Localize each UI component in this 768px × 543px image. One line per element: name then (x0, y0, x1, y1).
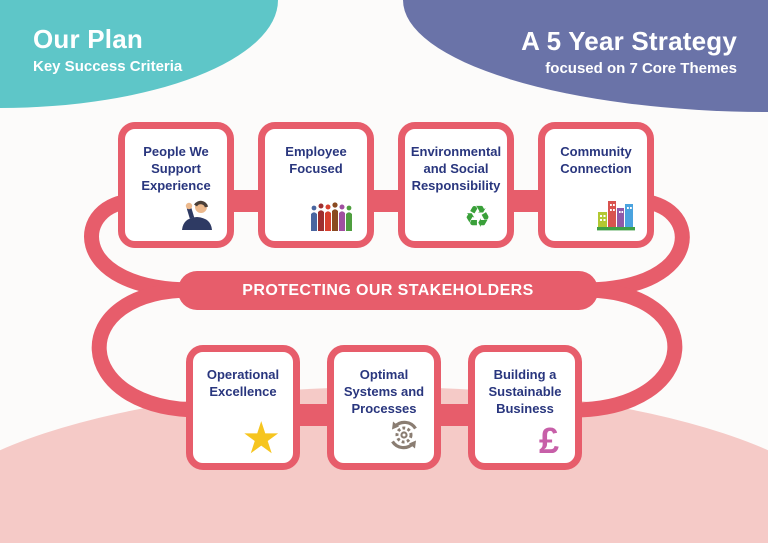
theme-box-environmental-social: Environmental and Social Responsibility … (398, 122, 514, 248)
theme-box-employee-focused: Employee Focused (258, 122, 374, 248)
curve-top-left (84, 193, 200, 298)
strategy-subtitle: focused on 7 Core Themes (545, 60, 737, 77)
theme-label: Optimal Systems and Processes (343, 367, 425, 416)
strategy-title: A 5 Year Strategy (521, 26, 737, 56)
curve-bottom-left (91, 282, 208, 418)
stakeholders-banner-label: PROTECTING OUR STAKEHOLDERS (242, 281, 534, 299)
theme-box-people-we-support: People We Support Experience (118, 122, 234, 248)
theme-label: Building a Sustainable Business (488, 367, 562, 416)
theme-box-optimal-systems: Optimal Systems and Processes (327, 345, 441, 470)
employee-group-icon (309, 201, 355, 235)
plan-title: Our Plan (33, 24, 143, 54)
theme-box-community-connection: Community Connection (538, 122, 654, 248)
theme-label: Environmental and Social Responsibility (410, 144, 502, 193)
theme-label: People We Support Experience (141, 144, 211, 193)
process-cycle-gear-icon (386, 417, 422, 457)
star-icon: ★ (241, 414, 281, 463)
plan-subtitle: Key Success Criteria (33, 58, 183, 75)
waving-person-icon (175, 197, 215, 235)
theme-box-operational-excellence: Operational Excellence ★ (186, 345, 300, 470)
theme-label: Operational Excellence (206, 367, 280, 399)
pound-sterling-icon: £ (538, 420, 559, 461)
curve-bottom-right (564, 282, 683, 418)
theme-label: Community Connection (560, 144, 632, 176)
curve-top-right (576, 193, 690, 298)
stakeholders-banner: PROTECTING OUR STAKEHOLDERS (178, 271, 598, 310)
recycle-icon: ♻ (464, 201, 491, 234)
theme-label: Employee Focused (285, 144, 347, 176)
buildings-icon (597, 195, 635, 235)
theme-box-sustainable-business: Building a Sustainable Business £ (468, 345, 582, 470)
